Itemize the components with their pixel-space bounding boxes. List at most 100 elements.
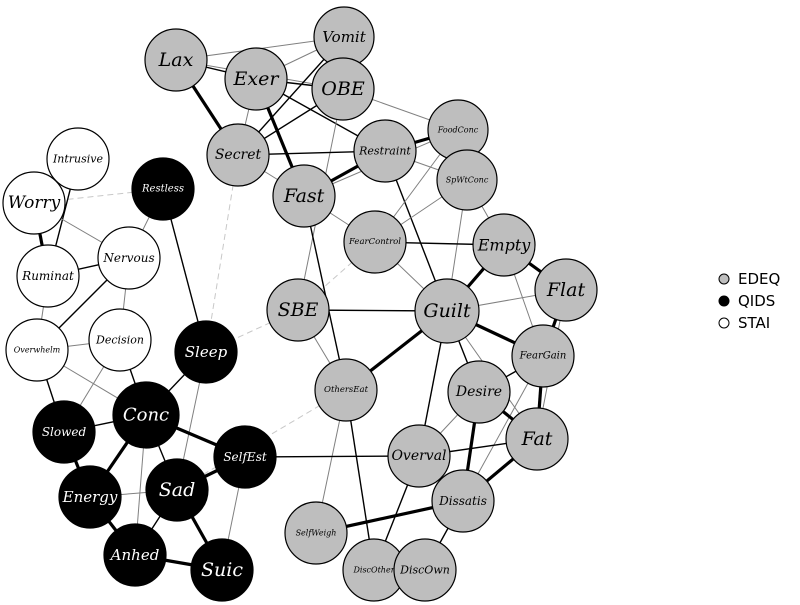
node-label-SelfWeigh: SelfWeigh [296,529,337,538]
node-circle-Exer [224,47,288,111]
legend-label-QIDS: QIDS [738,292,775,310]
node-circle-Sad [145,458,209,522]
node-Empty: Empty [472,213,536,277]
legend-swatch-EDEQ [718,273,730,285]
node-label-Lax: Lax [158,49,194,71]
node-circle-Restraint [353,119,417,183]
node-label-Overwhelm: Overwhelm [14,346,61,355]
node-label-DiscOwn: DiscOwn [399,564,450,577]
node-label-Sad: Sad [159,479,196,501]
node-label-SBE: SBE [278,299,319,321]
node-Dissatis: Dissatis [431,469,495,533]
node-circle-Energy [58,465,122,529]
node-circle-Empty [472,213,536,277]
node-circle-Lax [144,28,208,92]
node-Anhed: Anhed [103,523,167,587]
node-label-SelfEst: SelfEst [223,450,267,464]
node-circle-Overval [387,424,451,488]
legend-swatch-STAI [718,317,730,329]
node-Intrusive: Intrusive [46,127,110,191]
node-FearGain: FearGain [511,324,575,388]
node-circle-Overwhelm [5,318,69,382]
node-circle-DiscOwn [393,538,457,602]
node-Lax: Lax [144,28,208,92]
node-circle-Restless [131,157,195,221]
node-label-Flat: Flat [546,279,586,301]
node-label-Nervous: Nervous [102,251,154,265]
node-Energy: Energy [58,465,122,529]
node-label-FearControl: FearControl [348,237,401,247]
node-Fat: Fat [505,407,569,471]
node-Decision: Decision [88,308,152,372]
legend-label-EDEQ: EDEQ [738,270,780,288]
node-label-Slowed: Slowed [42,425,87,439]
edge-Secret-Sleep [205,154,239,353]
node-label-Suic: Suic [201,559,243,581]
node-circle-FearGain [511,324,575,388]
node-circle-Flat [534,258,598,322]
node-Conc: Conc [112,381,180,449]
node-circle-Anhed [103,523,167,587]
node-circle-Sleep [174,320,238,384]
node-label-Fast: Fast [283,185,325,207]
node-circle-SBE [266,278,330,342]
node-circle-Fat [505,407,569,471]
node-label-Guilt: Guilt [423,300,471,322]
node-Suic: Suic [190,538,254,602]
node-circle-Slowed [32,400,96,464]
node-DiscOwn: DiscOwn [393,538,457,602]
node-circle-SelfWeigh [284,501,348,565]
node-Desire: Desire [447,360,511,424]
node-Flat: Flat [534,258,598,322]
node-label-Overval: Overval [391,448,446,464]
node-Nervous: Nervous [97,226,161,290]
node-label-OthersEat: OthersEat [324,385,369,395]
node-label-DiscOther: DiscOther [352,566,395,575]
node-label-Dissatis: Dissatis [438,494,487,508]
node-Restless: Restless [131,157,195,221]
node-OBE: OBE [311,57,375,121]
node-label-Energy: Energy [62,488,118,506]
node-label-Conc: Conc [123,405,169,426]
node-Slowed: Slowed [32,400,96,464]
node-Overwhelm: Overwhelm [5,318,69,382]
node-circle-Intrusive [46,127,110,191]
node-circle-Suic [190,538,254,602]
node-SelfEst: SelfEst [213,425,277,489]
node-circle-Secret [206,123,270,187]
node-circle-Conc [112,381,180,449]
node-circle-Decision [88,308,152,372]
node-label-Intrusive: Intrusive [52,153,104,166]
node-SelfWeigh: SelfWeigh [284,501,348,565]
node-Overval: Overval [387,424,451,488]
node-label-Empty: Empty [477,236,532,255]
node-Exer: Exer [224,47,288,111]
edge-Fast-OthersEat [303,195,347,391]
node-OthersEat: OthersEat [314,358,378,422]
node-circle-Guilt [414,278,480,344]
node-FoodConc: FoodConc [427,99,489,161]
legend: EDEQ QIDS STAI [718,270,780,332]
node-circle-Fast [272,164,336,228]
node-label-Anhed: Anhed [109,546,160,564]
edge-OthersEat-Sad [176,389,347,491]
node-Vomit: Vomit [313,6,375,68]
node-SBE: SBE [266,278,330,342]
node-label-Fat: Fat [521,428,553,450]
node-circle-Nervous [97,226,161,290]
node-label-Decision: Decision [95,334,144,347]
node-label-Sleep: Sleep [185,343,228,361]
node-label-Worry: Worry [8,193,61,213]
node-circle-SpWtConc [436,149,498,211]
legend-label-STAI: STAI [738,314,770,332]
node-circle-SelfEst [213,425,277,489]
node-SpWtConc: SpWtConc [436,149,498,211]
node-label-SpWtConc: SpWtConc [446,176,489,185]
node-circle-Worry [2,171,66,235]
node-FearControl: FearControl [343,210,407,274]
node-circle-OthersEat [314,358,378,422]
node-label-Secret: Secret [215,147,262,163]
node-Worry: Worry [2,171,66,235]
